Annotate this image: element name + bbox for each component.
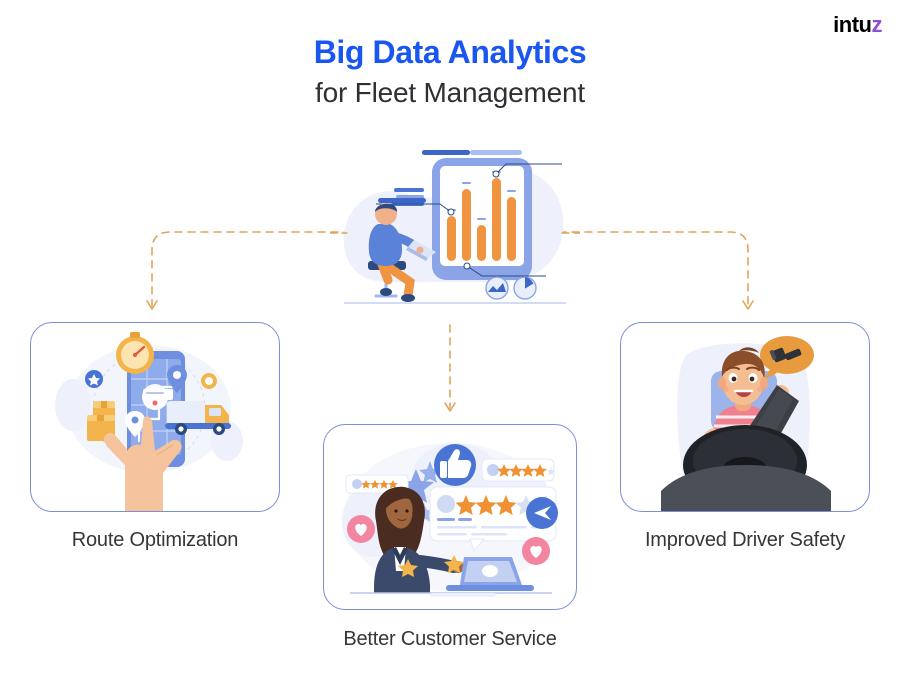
logo-accent-letter: z [871,12,883,37]
card-label-route-optimization: Route Optimization [71,529,239,551]
support-agent-person [374,486,464,593]
customer-service-illustration [342,443,558,597]
held-stars [398,555,464,577]
seatbelt-speech-bubble [760,336,814,380]
bar-1 [447,216,456,261]
laptop [446,557,534,591]
tablet-screen [440,166,524,266]
shoe [401,294,415,302]
hero-illustration [330,140,580,322]
card-improved-driver-safety[interactable] [620,322,870,512]
page-title: Big Data Analytics for Fleet Management [0,32,900,114]
map-pins [125,365,187,437]
bar-5 [507,197,516,261]
heart-icon-left [347,515,375,543]
heart-icon-right [522,537,550,565]
hero-bar-labels [447,171,516,220]
hair [375,203,398,212]
card-label-improved-driver-safety: Improved Driver Safety [644,529,846,551]
card-route-optimization[interactable] [30,322,280,512]
card-label-better-customer-service: Better Customer Service [343,628,557,650]
review-stars-filled [455,495,517,515]
bar-2 [462,189,471,261]
hero-mini-charts [485,276,537,300]
hero-callouts [376,163,562,277]
hand [416,246,424,254]
title-secondary: for Fleet Management [315,77,585,108]
driver-hair [721,350,765,379]
thumbs-up-icon [434,444,476,486]
logo-text: intu [833,12,872,37]
dashboard [661,465,831,511]
send-icon [526,497,558,529]
hero-text-lines [378,150,522,206]
title-primary: Big Data Analytics [313,34,587,70]
hand-holding-phone [103,416,182,511]
driver-head [722,357,764,405]
delivery-truck [165,401,231,435]
bar-3 [477,225,486,261]
stopwatch-icon [116,332,154,374]
route-optimization-illustration [55,332,243,511]
card-better-customer-service[interactable] [323,424,577,610]
intuz-logo: intuz [833,14,882,36]
hero-person [368,203,436,302]
hero-bar-chart [447,178,516,261]
driver-safety-illustration [661,336,831,511]
bar-4 [492,178,501,261]
shoe-2 [380,288,392,296]
review-badge-right [481,458,555,482]
